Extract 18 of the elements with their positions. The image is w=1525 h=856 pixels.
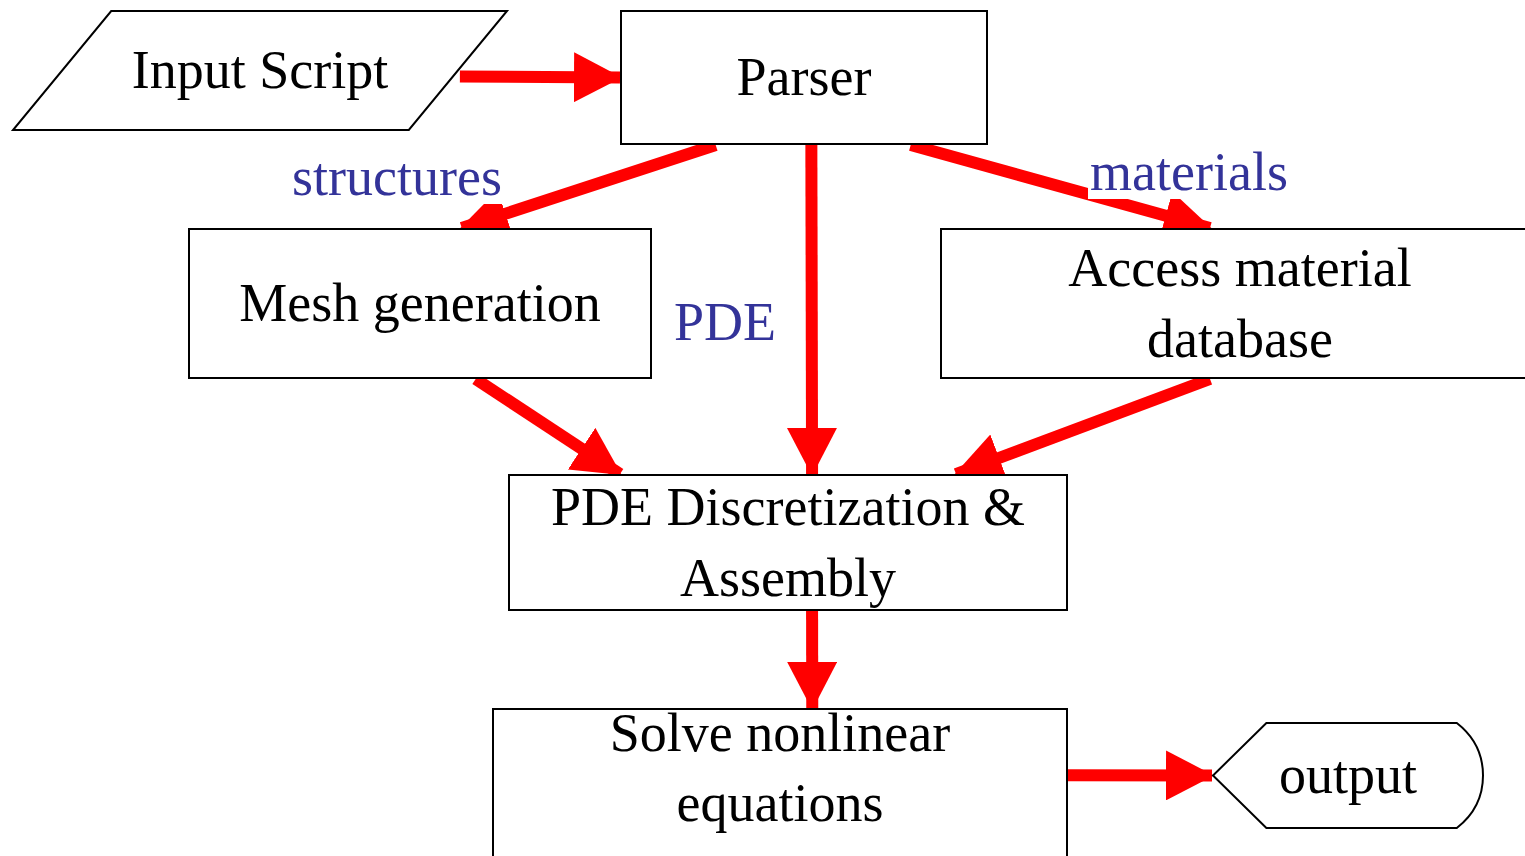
- process-box: [508, 474, 1068, 611]
- node-text: Input Script: [131, 39, 389, 103]
- node-text: Parser: [736, 46, 872, 110]
- process-box: [492, 708, 1068, 856]
- node-text: Mesh generation: [239, 272, 601, 336]
- arrow: [459, 52, 622, 103]
- process-box: [940, 228, 1525, 379]
- output-display-shape: [1212, 722, 1484, 829]
- node-text: output: [1279, 744, 1417, 808]
- node-text: Solve nonlinear equations: [608, 701, 952, 835]
- node-text: Access material database: [1067, 237, 1413, 371]
- input-parallelogram: [12, 10, 508, 131]
- node-text: PDE Discretization & Assembly: [550, 476, 1026, 610]
- arrow: [787, 145, 837, 476]
- arrow: [1067, 750, 1214, 801]
- arrow: [787, 610, 838, 710]
- process-box: [620, 10, 988, 145]
- process-box: [188, 228, 652, 379]
